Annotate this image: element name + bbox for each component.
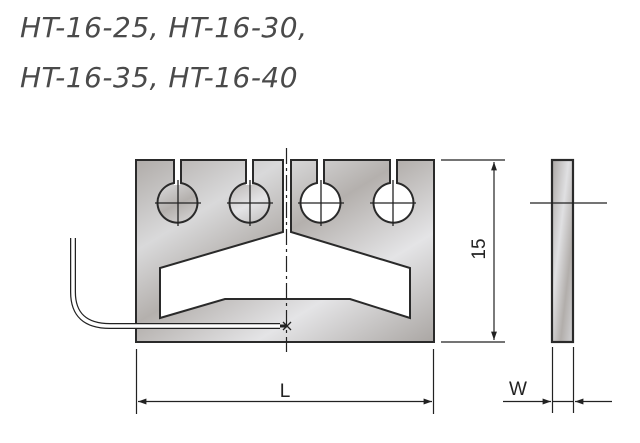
height-dimension: 15 [441,159,505,343]
model-title-line-2: HT-16-35, HT-16-40 [20,61,299,94]
length-dimension: L [135,349,435,414]
plate-body [135,159,435,343]
width-label: W [509,379,527,400]
heater-side-view [530,158,607,344]
heater-front-view [135,148,435,352]
height-label: 15 [469,238,490,259]
width-dimension: W [503,347,612,413]
model-title-line-1: HT-16-25, HT-16-30, [20,11,308,44]
lead-wire [70,238,292,331]
hole-crosshairs [155,180,416,226]
length-label: L [280,381,291,402]
